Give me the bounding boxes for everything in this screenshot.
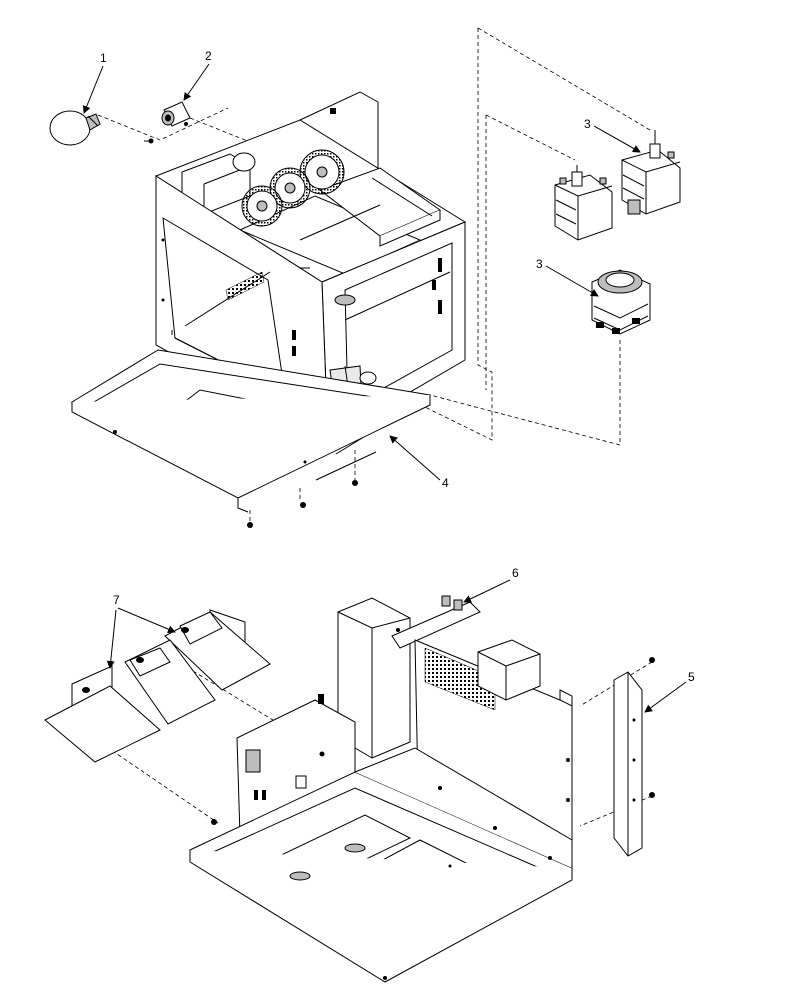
cabinet-side-box <box>337 595 481 759</box>
callout-3-upper: 3 <box>584 117 641 153</box>
callout-label-3-upper: 3 <box>584 117 591 131</box>
magnetron-lower <box>591 269 651 335</box>
callout-3-lower: 3 <box>536 257 599 297</box>
callout-label-4: 4 <box>442 476 449 490</box>
stirrer-gears <box>241 149 345 227</box>
callout-6: 6 <box>463 566 519 603</box>
callout-2: 2 <box>183 49 212 101</box>
callout-label-7: 7 <box>113 593 120 607</box>
callout-label-2: 2 <box>205 49 212 63</box>
base-tray-bottom <box>188 747 574 983</box>
callout-label-6: 6 <box>512 566 519 580</box>
dashed-leaders-top <box>97 27 651 446</box>
callout-5: 5 <box>644 670 695 713</box>
cabinet-left-panel <box>211 694 356 837</box>
lamp-socket <box>144 101 191 144</box>
lamp-bulb <box>49 110 101 146</box>
side-trim-strip <box>613 657 655 857</box>
callout-label-3-lower: 3 <box>536 257 543 271</box>
magnetron-left <box>554 165 613 241</box>
base-tray-top <box>70 349 432 528</box>
callout-7: 7 <box>106 593 176 669</box>
magnetron-right <box>621 130 681 215</box>
cover-panels <box>44 609 271 763</box>
callout-label-1: 1 <box>100 51 107 65</box>
callout-label-5: 5 <box>688 670 695 684</box>
callout-1: 1 <box>82 51 107 114</box>
callout-4: 4 <box>389 435 449 490</box>
